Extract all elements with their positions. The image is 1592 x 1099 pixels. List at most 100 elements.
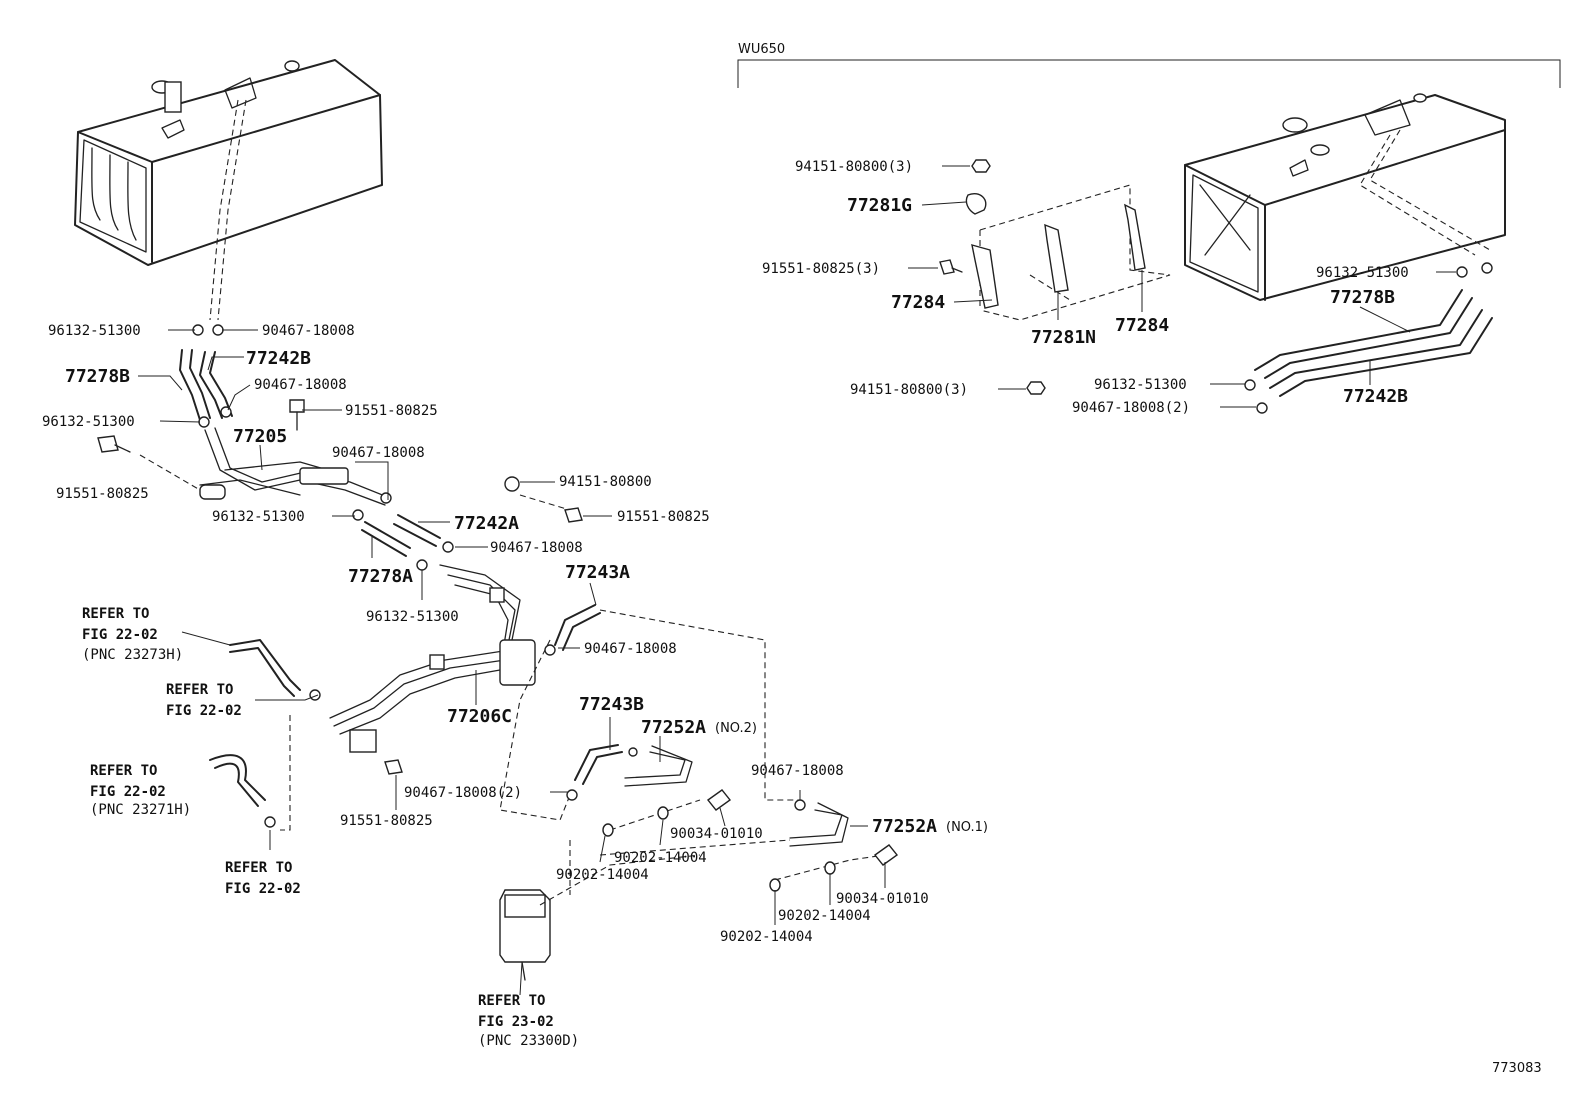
clip-icon [544,644,556,656]
part-label: 77284 [891,292,945,313]
part-label: 77242B [1343,386,1408,407]
part-label: 94151-80800 [559,474,652,490]
refer-text: REFER TO [82,606,149,622]
clip-icon [212,324,224,336]
clip-icon [264,816,276,828]
gasket-icon [824,861,836,875]
part-label: 77243B [579,694,644,715]
bolt-icon [564,507,583,523]
variant-label: WU650 [738,42,785,57]
part-label: 91551-80825 [340,813,433,829]
refer-block-fig22-02-b: REFER TO FIG 22-02 [225,860,301,897]
part-label: 91551-80825 [345,403,438,419]
bolt-icon [939,259,955,275]
part-label: 91551-80825 [617,509,710,525]
clip-icon [1481,262,1493,274]
refer-text: REFER TO [225,860,292,876]
part-suffix: (NO.1) [946,820,988,835]
part-label: 77206C [447,706,512,727]
clip-icon [442,541,454,553]
gasket-icon [769,878,781,892]
clip-icon [309,689,321,701]
part-label: 77242A [454,513,519,534]
fuel-tank-left [74,59,383,321]
bolt-icon [384,759,403,775]
part-label: 94151-80800(3) [850,382,968,398]
part-label: 77205 [233,426,287,447]
figure-number: 773083 [1492,1061,1542,1076]
refer-fig: FIG 22-02 [166,703,242,719]
clip-icon [794,799,806,811]
part-label: 77243A [565,562,630,583]
refer-block-23271H: REFER TO FIG 22-02 (PNC 23271H) [90,763,191,818]
part-label: 90467-18008 [332,445,425,461]
part-label: 96132-51300 [1316,265,1409,281]
part-label: 77281N [1031,327,1096,348]
refer-text: REFER TO [478,993,545,1009]
refer-block-23273H: REFER TO FIG 22-02 (PNC 23273H) [82,606,183,663]
refer-fig: FIG 22-02 [82,627,158,643]
refer-block-fig22-02-a: REFER TO FIG 22-02 [166,682,242,719]
bolt-icon [97,435,119,453]
nut-icon [971,159,991,173]
part-label: 96132-51300 [366,609,459,625]
part-label: 96132-51300 [212,509,305,525]
gasket-icon [602,823,614,837]
part-label: 90202-14004 [614,850,707,866]
leader-lines [138,165,1456,996]
part-label: 96132-51300 [42,414,135,430]
left-piping [97,324,899,981]
wu650-bracket [737,59,1561,88]
part-label: 90467-18008 [262,323,355,339]
part-label: 77278B [65,366,130,387]
gasket-icon [657,806,669,820]
refer-text: REFER TO [90,763,157,779]
clip-icon [566,789,578,801]
part-label: 90202-14004 [556,867,649,883]
part-label: 96132-51300 [1094,377,1187,393]
refer-pnc: (PNC 23300D) [478,1033,579,1049]
fuel-tank-right [1184,93,1506,301]
clip-icon [1456,266,1468,278]
part-label: 90202-14004 [778,908,871,924]
bolt-icon [289,399,305,413]
right-hoses [1244,262,1493,414]
part-label: 91551-80825 [56,486,149,502]
part-label: 91551-80825(3) [762,261,880,277]
part-label: 90034-01010 [836,891,929,907]
part-label: 90467-18008 [751,763,844,779]
part-label: 90202-14004 [720,929,813,945]
part-label: 90467-18008 [584,641,677,657]
part-label: 90467-18008(2) [404,785,522,801]
refer-pnc: (PNC 23273H) [82,647,183,663]
refer-text: REFER TO [166,682,233,698]
part-label: 90034-01010 [670,826,763,842]
part-label: 77242B [246,348,311,369]
clip-icon [220,406,232,418]
clip-icon [352,509,364,521]
refer-fig: FIG 22-02 [90,784,166,800]
part-label: 90467-18008 [254,377,347,393]
part-label: 77252A [641,717,706,738]
brackets-group [939,159,1171,395]
part-suffix: (NO.2) [715,721,757,736]
clip-icon [380,492,392,504]
part-label: 77252A [872,816,937,837]
clip-icon [1244,379,1256,391]
refer-block-23300D: REFER TO FIG 23-02 (PNC 23300D) [478,993,579,1049]
clip-icon [1256,402,1268,414]
clip-icon [198,416,210,428]
union-bolt-icon [706,789,732,811]
part-label: 77281G [847,195,912,216]
part-label: 77278B [1330,287,1395,308]
part-label: 94151-80800(3) [795,159,913,175]
part-label: 77278A [348,566,413,587]
refer-pnc: (PNC 23271H) [90,802,191,818]
clamp-77281G-icon [965,193,987,215]
part-label: 90467-18008(2) [1072,400,1190,416]
refer-fig: FIG 23-02 [478,1014,554,1030]
clip-icon [628,747,638,757]
part-label: 96132-51300 [48,323,141,339]
nut-icon [1026,381,1046,395]
